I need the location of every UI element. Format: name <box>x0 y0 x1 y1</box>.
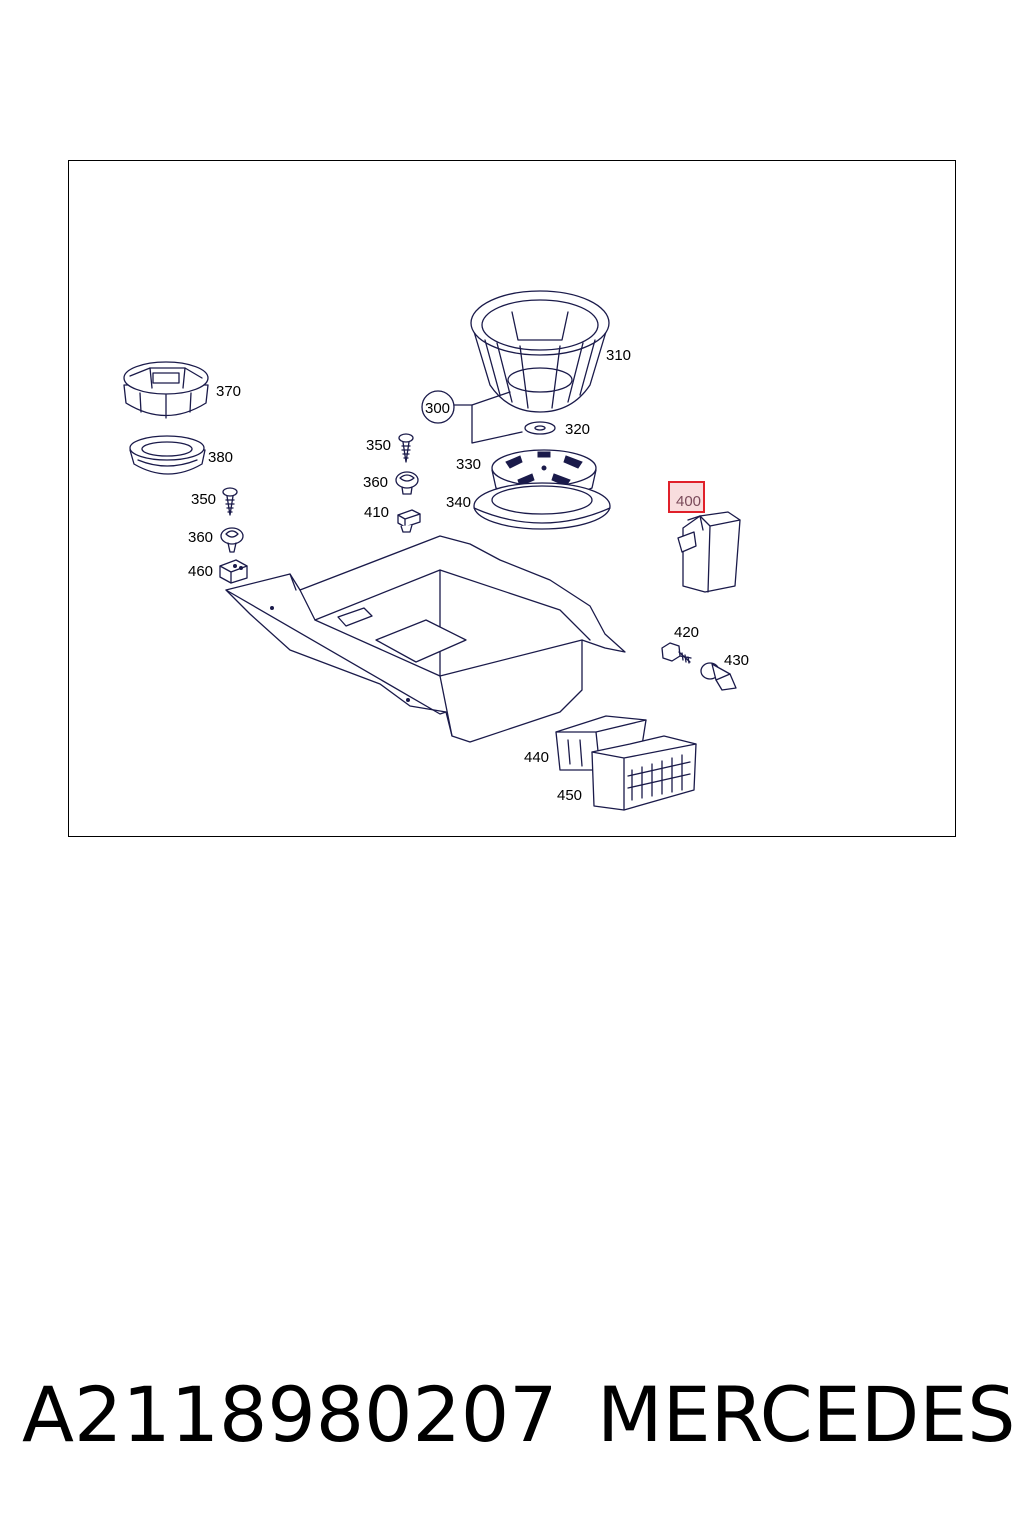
part-350-screw-left <box>222 487 238 516</box>
part-340-base <box>473 482 611 530</box>
callout-410[interactable]: 410 <box>364 504 389 521</box>
part-350-screw-middle <box>398 433 414 463</box>
part-410-clip-nut <box>397 509 421 533</box>
callout-350-left[interactable]: 350 <box>191 491 216 508</box>
part-460-block <box>219 559 248 584</box>
brand-name: MERCEDES <box>597 1370 1016 1459</box>
callout-320[interactable]: 320 <box>565 421 590 438</box>
callout-330[interactable]: 330 <box>456 456 481 473</box>
callout-460[interactable]: 460 <box>188 563 213 580</box>
callout-430[interactable]: 430 <box>724 652 749 669</box>
highlight-box-400 <box>668 481 705 513</box>
part-450-box <box>591 735 697 811</box>
part-420-bolt <box>661 642 692 664</box>
part-380-ring <box>129 435 206 475</box>
callout-380[interactable]: 380 <box>208 449 233 466</box>
trunk-floor-tub <box>225 535 626 743</box>
part-310-bowl <box>470 290 610 413</box>
part-360-clip-left <box>220 527 244 553</box>
callout-300[interactable]: 300 <box>425 400 450 417</box>
part-370-cap <box>123 361 209 419</box>
callout-350-middle[interactable]: 350 <box>366 437 391 454</box>
callout-450[interactable]: 450 <box>557 787 582 804</box>
part-400-holder <box>677 511 741 593</box>
part-number: A2118980207 <box>22 1370 558 1459</box>
callout-440[interactable]: 440 <box>524 749 549 766</box>
callout-400[interactable]: 400 <box>676 493 701 510</box>
footer: A2118980207 MERCEDES <box>22 1370 1016 1470</box>
callout-370[interactable]: 370 <box>216 383 241 400</box>
callout-340[interactable]: 340 <box>446 494 471 511</box>
callout-360-middle[interactable]: 360 <box>363 474 388 491</box>
callout-420[interactable]: 420 <box>674 624 699 641</box>
callout-310[interactable]: 310 <box>606 347 631 364</box>
callout-360-left[interactable]: 360 <box>188 529 213 546</box>
part-360-clip-middle <box>395 471 419 495</box>
diagram-frame <box>68 160 956 837</box>
group-300-bracket <box>421 390 523 444</box>
part-430-clip <box>700 662 737 691</box>
part-320-washer <box>524 421 556 435</box>
